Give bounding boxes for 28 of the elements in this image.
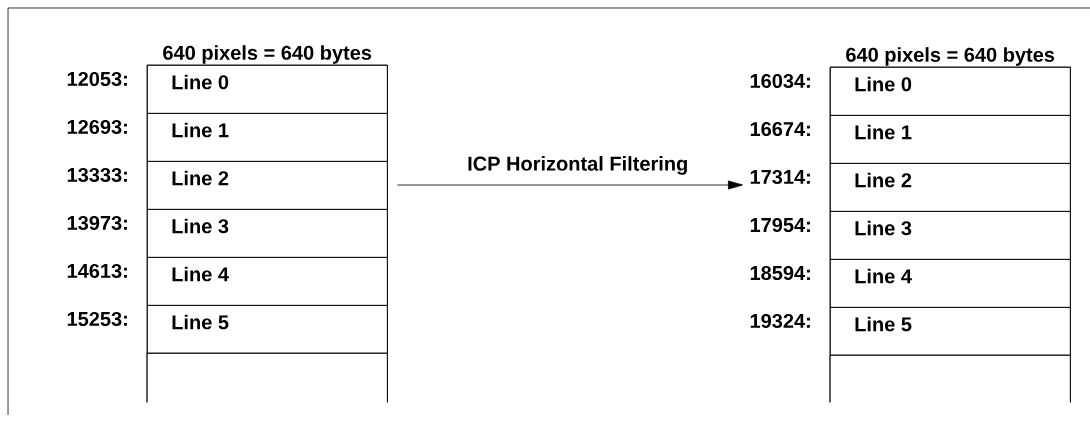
memory-row: Line 5	[147, 305, 388, 354]
address-label: 15253:	[67, 311, 127, 327]
memory-row: Line 0	[147, 65, 388, 114]
address-label: 16674:	[750, 121, 810, 137]
address-label: 12693:	[67, 119, 127, 135]
memory-row: Line 1	[147, 113, 388, 162]
address-label: 16034:	[750, 73, 810, 89]
arrow	[397, 180, 743, 190]
address-label: 13333:	[67, 167, 127, 183]
memory-row: Line 0	[830, 67, 1071, 116]
memory-row: Line 2	[830, 163, 1071, 212]
address-label: 13973:	[67, 215, 127, 231]
address-label: 14613:	[67, 263, 127, 279]
address-label: 12053:	[67, 71, 127, 87]
empty-row	[829, 354, 1071, 403]
memory-row: Line 4	[830, 259, 1071, 308]
memory-row: Line 5	[830, 307, 1071, 356]
edge-label: ICP Horizontal Filtering	[468, 156, 687, 175]
memory-row: Line 3	[830, 211, 1071, 260]
memory-row: Line 4	[147, 257, 388, 306]
address-label: 19324:	[750, 313, 810, 329]
address-label: 17314:	[750, 169, 810, 185]
address-label: 17954:	[750, 217, 810, 233]
memory-row: Line 2	[147, 161, 388, 210]
memory-row: Line 1	[830, 115, 1071, 164]
empty-row	[146, 352, 388, 403]
memory-row: Line 3	[147, 209, 388, 258]
address-label: 18594:	[750, 265, 810, 281]
